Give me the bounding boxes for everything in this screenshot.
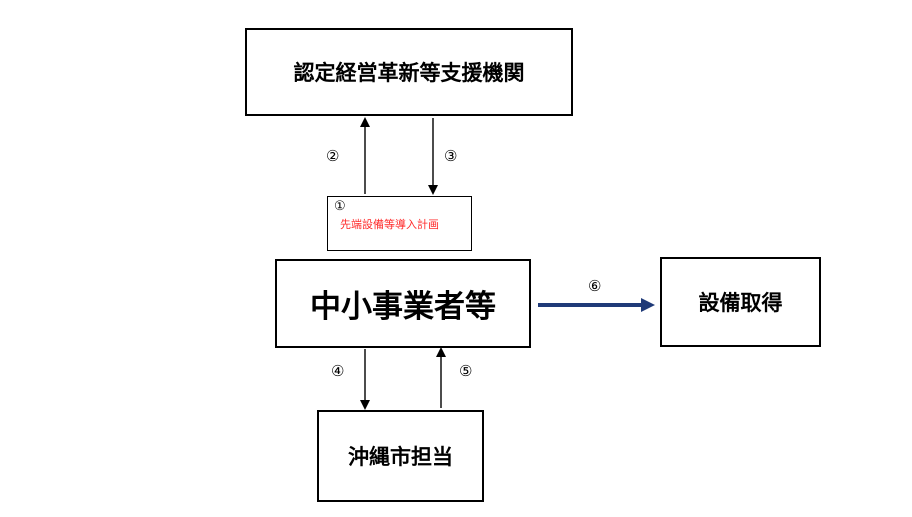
city-label: 沖縄市担当	[348, 445, 453, 469]
step-3-label: ③	[444, 147, 458, 165]
step-6-label: ⑥	[588, 277, 602, 295]
support-agency-label: 認定経営革新等支援機関	[293, 61, 525, 85]
equipment-label: 設備取得	[698, 291, 783, 315]
support-agency-box: 認定経営革新等支援機関	[245, 28, 573, 116]
plan-label: 先端設備等導入計画	[340, 218, 439, 231]
plan-box: ① 先端設備等導入計画	[327, 196, 472, 251]
plan-step-number: ①	[334, 199, 346, 214]
step-2-label: ②	[326, 147, 340, 165]
step-4-label: ④	[331, 362, 345, 380]
sme-label: 中小事業者等	[310, 289, 496, 325]
sme-box: 中小事業者等	[275, 259, 531, 348]
equipment-box: 設備取得	[660, 257, 821, 347]
step-5-label: ⑤	[459, 362, 473, 380]
city-box: 沖縄市担当	[317, 410, 484, 502]
